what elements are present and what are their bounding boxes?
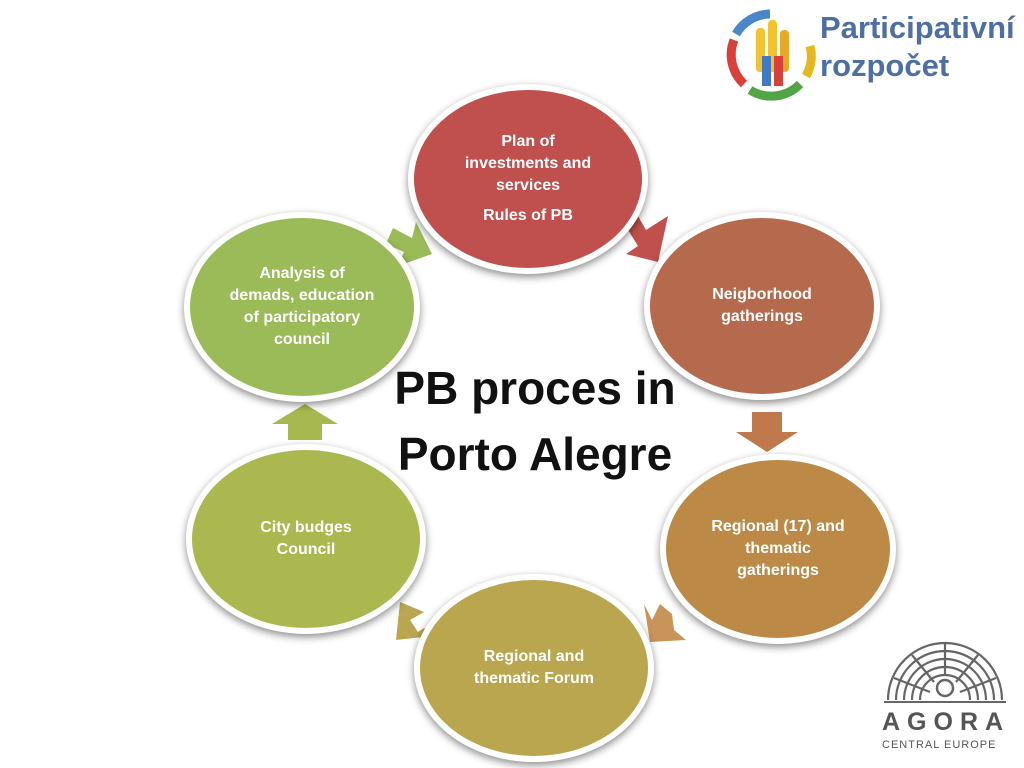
agora-subtitle: CENTRAL EUROPE (882, 739, 997, 751)
node-regional-line-2: thematic (745, 540, 811, 557)
logo-line-rozpocet: rozpočet (820, 48, 950, 83)
node-plan-line-3: services (495, 177, 561, 194)
node-regional-thematic-forum: Regional and thematic Forum (414, 574, 654, 762)
agora-name: AGORA (882, 708, 1011, 736)
arrow-council-to-analysis (272, 404, 338, 440)
title-line-1: PB proces in (394, 362, 676, 414)
node-plan-of-investments: Plan of investments and services Rules o… (408, 84, 648, 274)
node-neighborhood-gatherings: Neigborhood gatherings (644, 212, 880, 400)
node-plan-line-2: investments and (464, 155, 592, 172)
amphitheater-icon (884, 641, 1006, 703)
logo-line-participativni: Participativní (820, 10, 1015, 45)
node-council-line-1: City budges (260, 519, 352, 536)
participativni-rozpocet-logo: Participativní rozpočet (722, 6, 1022, 102)
arrow-analysis-to-plan (386, 222, 432, 266)
diagram-title: PB proces in Porto Alegre (380, 355, 690, 487)
node-plan-rules: Rules of PB (483, 207, 573, 224)
node-analysis-of-demands: Analysis of demads, education of partici… (184, 212, 420, 402)
node-forum-line-1: Regional and (483, 648, 585, 665)
node-neighborhood-line-2: gatherings (721, 308, 803, 325)
agora-central-europe-logo: AGORA CENTRAL EUROPE (880, 620, 1010, 760)
arrow-plan-to-neighborhood (626, 216, 668, 262)
node-regional-line-1: Regional (17) and (711, 518, 845, 535)
node-analysis-line-3: of participatory (243, 309, 361, 326)
node-neighborhood-line-1: Neigborhood (712, 286, 812, 303)
node-analysis-line-2: demads, education (229, 287, 375, 304)
node-plan-line-1: Plan of (501, 133, 555, 150)
node-council-line-2: Council (276, 541, 336, 558)
node-city-budget-council: City budges Council (186, 444, 426, 634)
raised-hands-icon (726, 9, 816, 101)
node-regional-thematic-gatherings: Regional (17) and thematic gatherings (660, 454, 896, 644)
arrow-neighborhood-to-regional (736, 412, 798, 452)
node-forum-line-2: thematic Forum (473, 670, 594, 687)
title-line-2: Porto Alegre (397, 428, 673, 480)
arrow-regional-to-forum (644, 604, 686, 642)
node-analysis-line-1: Analysis of (259, 265, 345, 282)
node-regional-line-3: gatherings (737, 562, 819, 579)
node-analysis-line-4: council (273, 331, 330, 348)
